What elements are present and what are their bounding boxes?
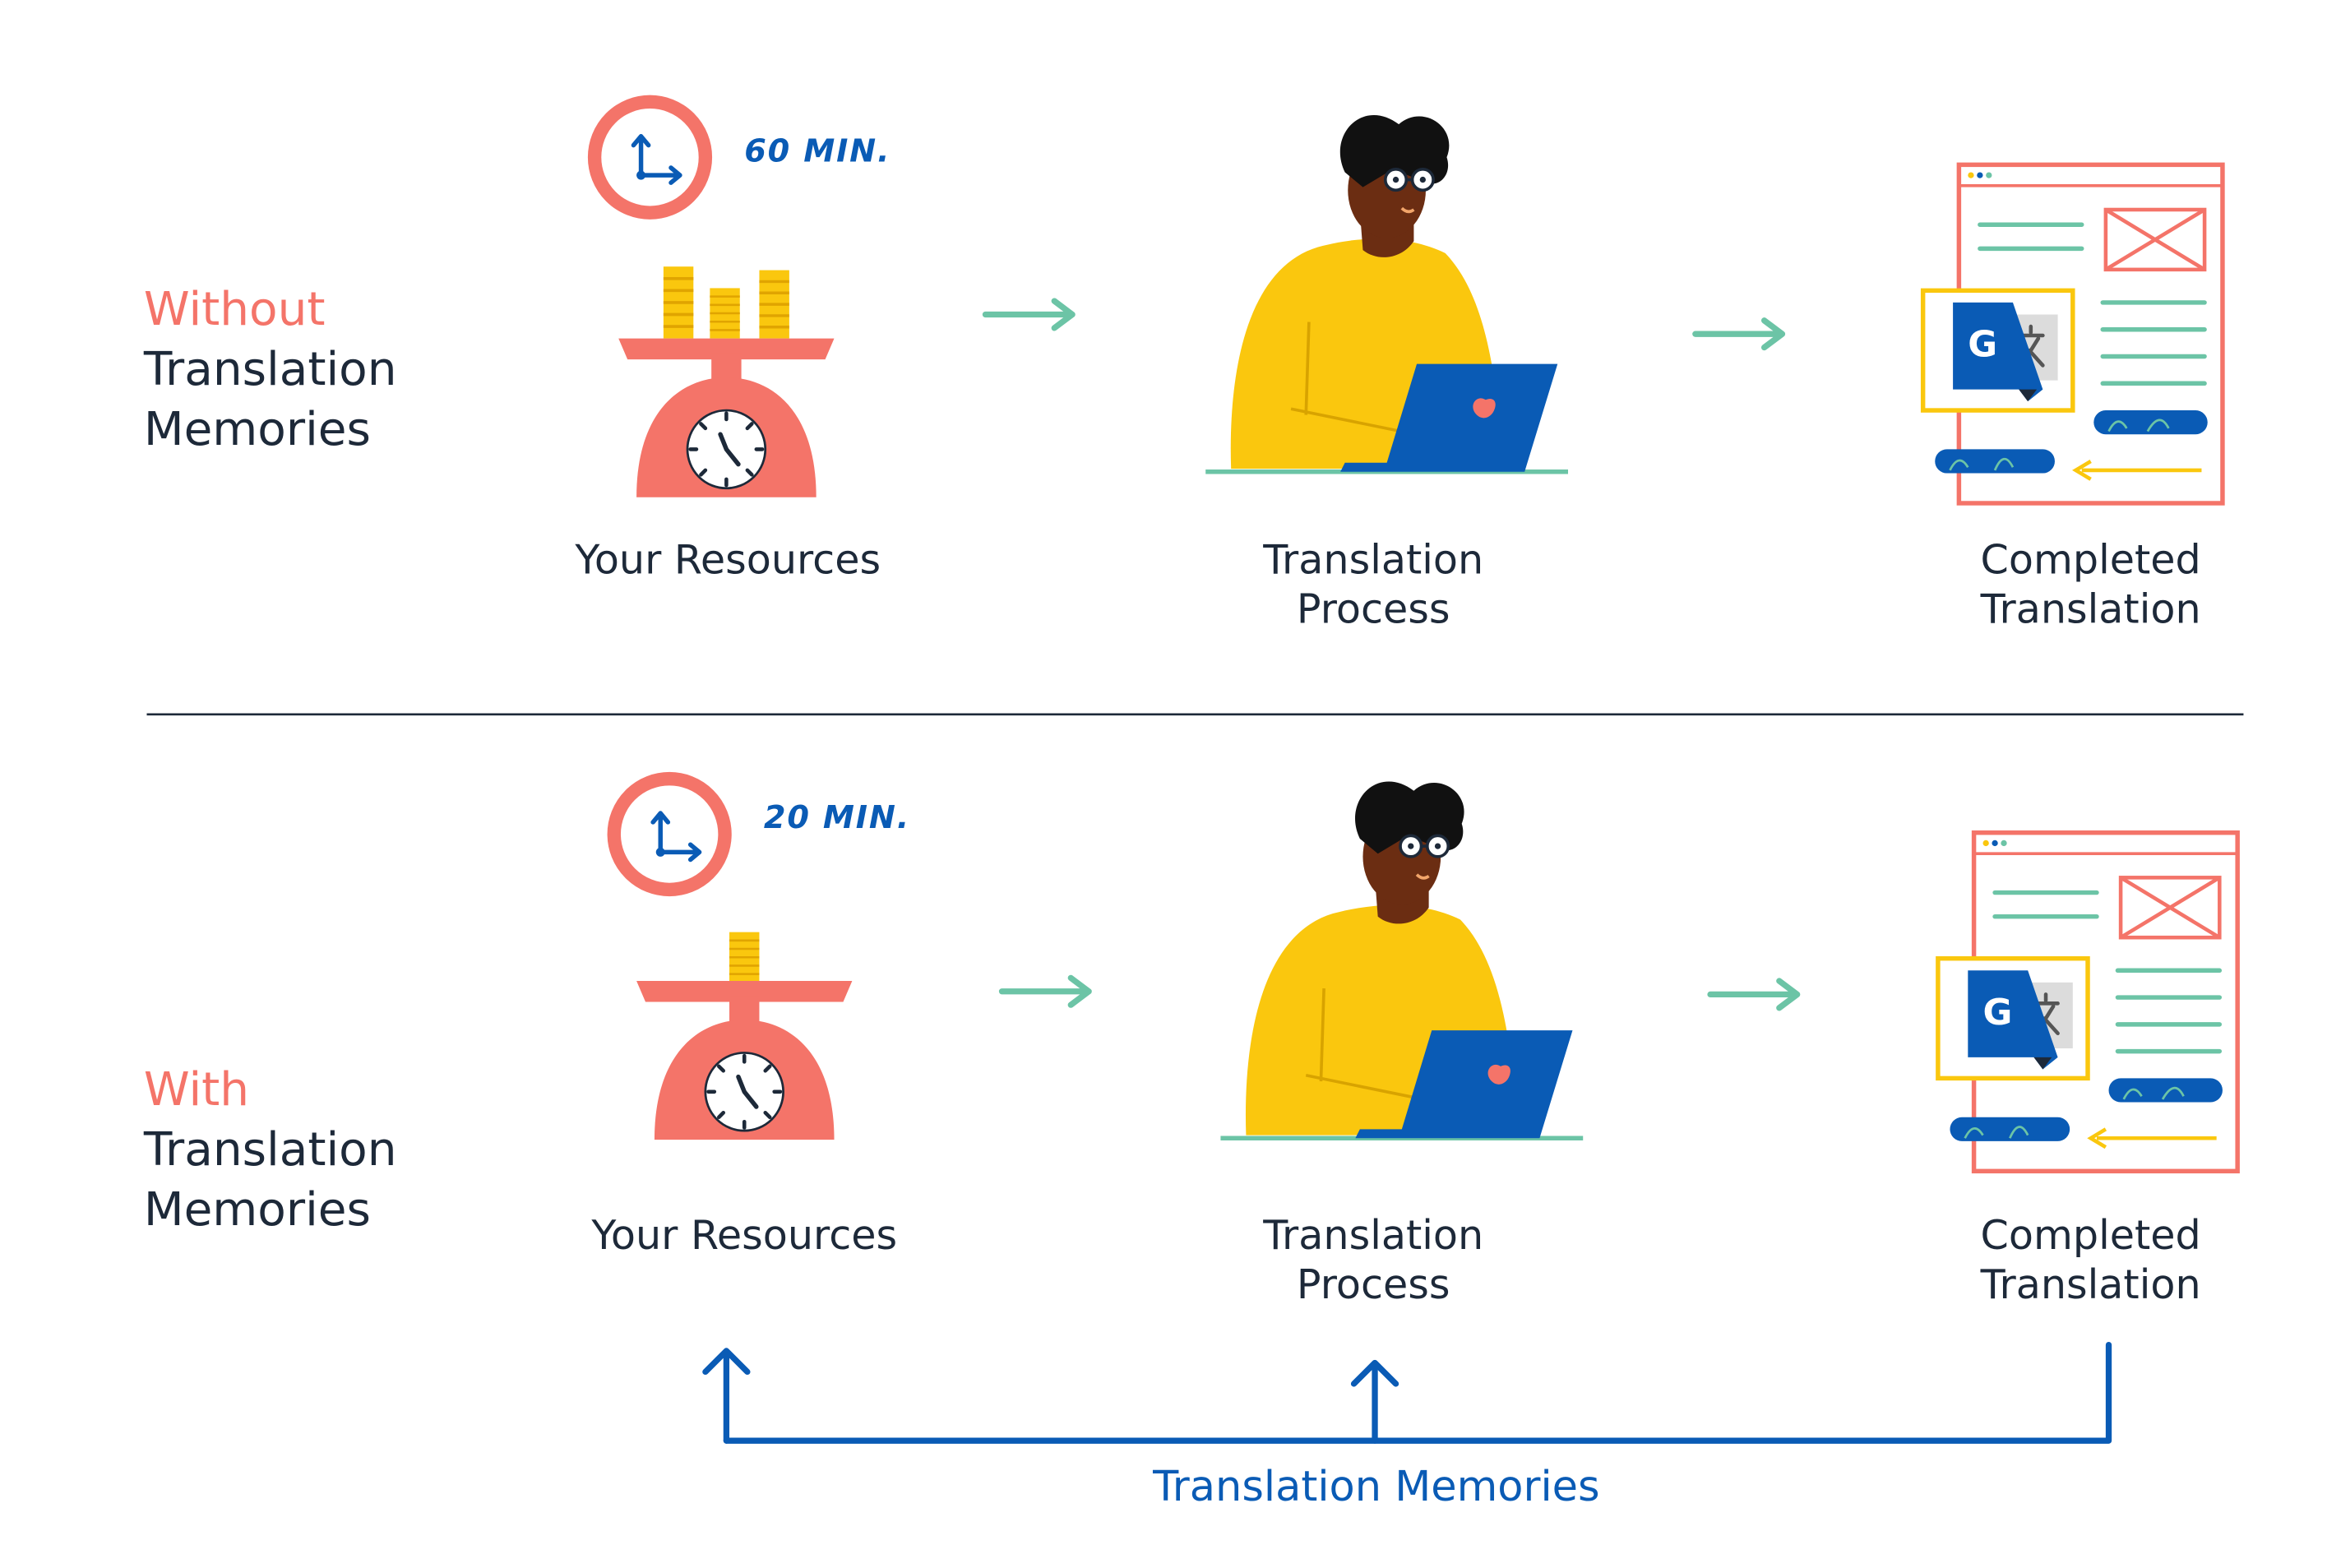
coins-icon	[728, 930, 761, 984]
arrow-right-icon	[1002, 978, 1089, 1005]
row-label-line1: Translation	[143, 343, 397, 397]
step-caption-completed: Completed Translation	[1981, 1212, 2201, 1311]
caption-line: Completed	[1980, 1213, 2201, 1260]
caption-line: Process	[1296, 1262, 1450, 1309]
caption-line: Your Resources	[591, 1213, 898, 1260]
caption-line: Translation	[1980, 1262, 2201, 1309]
translated-document-icon	[1938, 833, 2237, 1172]
caption-line: Translation	[1263, 1213, 1484, 1260]
row-label-accent: With	[143, 1063, 250, 1117]
translated-document-icon	[1923, 164, 2223, 503]
time-label-without: 60 MIN.	[744, 133, 891, 169]
step-caption-process: Translation Process	[1263, 536, 1483, 635]
caption-line: Completed	[1980, 537, 2201, 585]
caption-line: Process	[1296, 586, 1450, 634]
row-label-with: With Translation Memories	[144, 1061, 397, 1241]
row-label-line2: Memories	[143, 402, 371, 457]
coins-icon	[662, 265, 791, 340]
arrow-right-icon	[1696, 321, 1783, 348]
step-caption-resources: Your Resources	[575, 536, 881, 585]
row-label-without: Without Translation Memories	[144, 280, 397, 460]
step-caption-completed: Completed Translation	[1981, 536, 2201, 635]
caption-line: Translation	[1263, 537, 1484, 585]
scale-icon	[618, 339, 834, 497]
translator-person-icon	[1205, 115, 1568, 472]
scale-icon	[636, 981, 852, 1140]
caption-line: Translation	[1980, 586, 2201, 634]
time-label-with: 20 MIN.	[763, 799, 911, 836]
row-label-line2: Memories	[143, 1182, 371, 1237]
arrow-up-icon	[702, 1348, 751, 1444]
translation-memories-feedback-loop	[702, 1341, 2112, 1444]
row-label-accent: Without	[143, 283, 326, 337]
translation-memories-label: Translation Memories	[1153, 1461, 1600, 1511]
translator-person-icon	[1220, 782, 1583, 1139]
arrow-up-icon	[1350, 1359, 1399, 1444]
arrow-right-icon	[985, 301, 1072, 328]
arrow-right-icon	[1710, 981, 1797, 1008]
clock-icon	[614, 779, 725, 890]
clock-icon	[594, 102, 706, 213]
step-caption-process: Translation Process	[1263, 1212, 1483, 1311]
caption-line: Your Resources	[575, 537, 881, 585]
step-caption-resources: Your Resources	[591, 1212, 897, 1261]
row-label-line1: Translation	[143, 1123, 397, 1177]
